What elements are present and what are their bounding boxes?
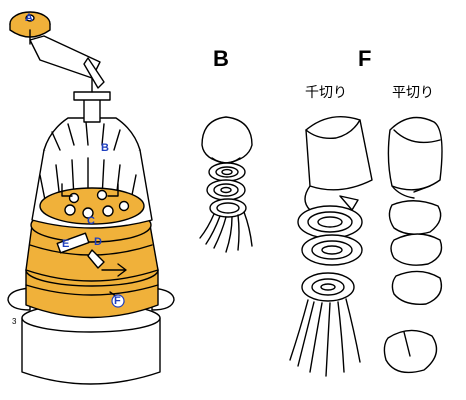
panel-f-julienne-illustration (289, 116, 373, 377)
part-label-b: B (101, 142, 109, 154)
crank-handle (9, 11, 111, 123)
part-label-d: D (94, 236, 102, 248)
panel-b-title: B (213, 46, 229, 71)
panel-f-flat-slice-illustration (383, 116, 443, 374)
part-label-c: C (87, 215, 95, 227)
part-label-a: A (25, 12, 33, 24)
panel-b-illustration (199, 116, 253, 253)
panel-f-title: F (358, 46, 372, 71)
slicer-machine (7, 11, 175, 385)
hopper-cone (31, 117, 153, 229)
part-label-f: F (114, 295, 121, 307)
julienne-caption: 千切り (305, 85, 347, 101)
part-label-e: E (62, 238, 70, 250)
flat-slice-caption: 平切り (392, 85, 434, 101)
corner-number: 3 (12, 317, 17, 326)
